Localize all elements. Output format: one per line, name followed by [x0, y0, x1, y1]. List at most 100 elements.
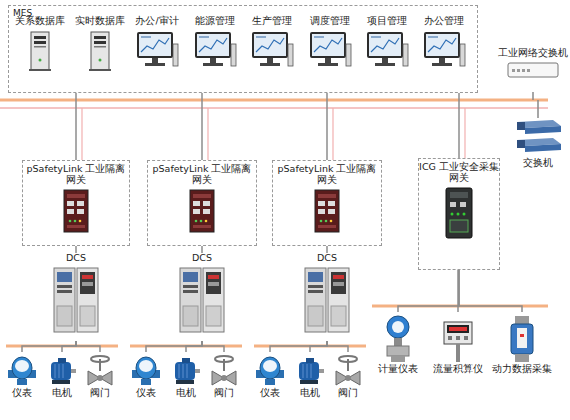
- network-connector: [186, 341, 202, 352]
- network-connector: [398, 270, 459, 312]
- switch-link: [537, 100, 539, 118]
- secondary-drop: [207, 108, 208, 160]
- node-label: pSafetyLink 工业隔离网关: [273, 164, 381, 186]
- node-label: ICG 工业安全采集网关: [419, 162, 499, 184]
- device-node: 工业网络交换机: [496, 48, 570, 94]
- gateway-symbol: [312, 188, 342, 234]
- node-label: 项目管理: [367, 16, 407, 27]
- nswitch-symbol: [507, 61, 559, 79]
- node-label: 动力数据采集: [492, 364, 552, 375]
- network-connector: [270, 341, 327, 352]
- monitor-symbol: [422, 29, 466, 71]
- node-label: 阀门: [338, 388, 358, 399]
- node-label: 调度管理: [310, 16, 350, 27]
- node-label: pSafetyLink 工业隔离网关: [23, 164, 129, 186]
- flow-symbol: [441, 314, 475, 364]
- network-connector: [327, 341, 348, 352]
- network-connector: [202, 341, 224, 352]
- dashed-group-box: pSafetyLink 工业隔离网关: [272, 160, 382, 246]
- switch-link: [532, 92, 534, 100]
- node-label: 实时数据库: [75, 16, 125, 27]
- network-connector: [201, 246, 203, 253]
- power-symbol: [505, 314, 539, 364]
- network-connector: [326, 93, 328, 160]
- node-label: 电机: [52, 388, 72, 399]
- device-node: 实时数据库: [71, 16, 129, 88]
- node-label: DCS: [317, 253, 337, 264]
- secondary-drop: [464, 108, 465, 158]
- device-node: 仪表: [126, 352, 166, 414]
- device-node: 生产管理: [243, 16, 301, 88]
- device-node: 项目管理: [358, 16, 416, 88]
- motor-symbol: [171, 354, 201, 388]
- device-node: 办公/审计: [128, 16, 186, 88]
- node-label: pSafetyLink 工业隔离网关: [148, 164, 256, 186]
- device-node: 阀门: [80, 352, 120, 414]
- server-symbol: [25, 29, 55, 73]
- monitor-symbol: [365, 29, 409, 71]
- meter-symbol: [255, 354, 285, 388]
- main-bus: [0, 99, 548, 102]
- cabinet-symbol: [178, 266, 226, 334]
- device-node: DCS: [174, 253, 230, 341]
- network-connector: [201, 93, 203, 160]
- node-label: 办公管理: [424, 16, 464, 27]
- device-node: 阀门: [204, 352, 244, 414]
- secondary-drop: [81, 108, 82, 160]
- valve-symbol: [209, 354, 239, 388]
- node-label: 能源管理: [195, 16, 235, 27]
- monitor-symbol: [308, 29, 352, 71]
- dashed-group-box: pSafetyLink 工业隔离网关: [22, 160, 130, 246]
- icg-symbol: [442, 186, 476, 240]
- motor-symbol: [47, 354, 77, 388]
- node-label: 工业网络交换机: [498, 48, 568, 59]
- device-node: 电机: [42, 352, 82, 414]
- node-label: 阀门: [214, 388, 234, 399]
- device-node: 电机: [166, 352, 206, 414]
- gateway-symbol: [187, 188, 217, 234]
- node-label: 生产管理: [252, 16, 292, 27]
- valve-symbol: [333, 354, 363, 388]
- monitor-symbol: [193, 29, 237, 71]
- network-connector: [459, 270, 522, 312]
- node-label: DCS: [192, 253, 212, 264]
- network-connector: [75, 246, 77, 253]
- dashed-group-box: ICG 工业安全采集网关: [418, 158, 500, 270]
- device-node: 流量积算仪: [429, 312, 487, 392]
- node-label: 电机: [176, 388, 196, 399]
- node-label: 电机: [300, 388, 320, 399]
- node-label: 阀门: [90, 388, 110, 399]
- device-node: 计量仪表: [369, 312, 427, 392]
- node-label: 计量仪表: [378, 364, 418, 375]
- meter-symbol: [131, 354, 161, 388]
- device-node: 关系数据库: [11, 16, 69, 88]
- device-node: 能源管理: [186, 16, 244, 88]
- device-node: DCS: [48, 253, 104, 341]
- monitor-symbol: [135, 29, 179, 71]
- network-connector: [310, 341, 327, 352]
- switch2-symbol: [513, 116, 563, 158]
- node-label: 仪表: [260, 388, 280, 399]
- network-connector: [76, 341, 100, 352]
- server-symbol: [85, 29, 115, 73]
- network-connector: [326, 246, 328, 253]
- network-connector: [75, 93, 77, 160]
- device-node: 交换机: [508, 114, 568, 184]
- device-node: 动力数据采集: [491, 312, 553, 392]
- device-node: 仪表: [250, 352, 290, 414]
- network-connector: [62, 341, 76, 352]
- node-label: 仪表: [136, 388, 156, 399]
- device-node: 电机: [290, 352, 330, 414]
- trans-symbol: [381, 314, 415, 364]
- network-connector: [146, 341, 202, 352]
- device-node: 办公管理: [415, 16, 473, 88]
- device-node: 调度管理: [301, 16, 359, 88]
- device-node: 阀门: [328, 352, 368, 414]
- dashed-group-box: pSafetyLink 工业隔离网关: [147, 160, 257, 246]
- device-node: DCS: [299, 253, 355, 341]
- network-connector: [22, 341, 76, 352]
- device-node: 仪表: [2, 352, 42, 414]
- network-connector: [458, 93, 460, 158]
- secondary-drop: [332, 108, 333, 160]
